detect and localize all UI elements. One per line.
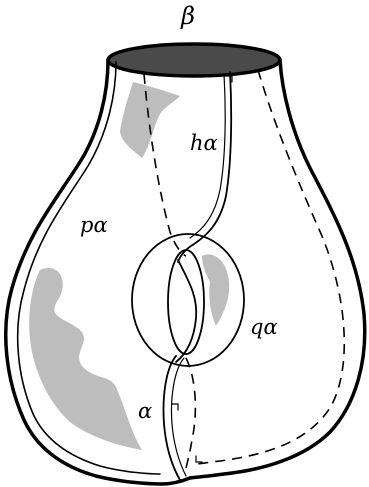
corner-marker-alpha [171,403,179,411]
h-alpha-curve [177,71,233,263]
label-p-alpha: pα [80,213,108,237]
label-beta: β [180,2,195,30]
dashed-curve-back-left [143,73,187,257]
corner-marker-rim [225,75,233,83]
alpha-curve-front-inner [170,357,187,477]
alpha-curve-front [162,355,181,481]
label-alpha: α [138,399,152,423]
body-outline-right [188,58,367,480]
shaded-patch-torus [202,254,230,326]
handle-crossing [175,259,198,363]
handle-outer [131,233,245,367]
body-outline-left-inner [16,61,161,475]
body-outline-left [4,58,164,486]
dashed-curve-back-right [193,69,346,465]
top-opening [106,42,282,78]
handle-inner [167,249,205,355]
dashed-curve-alpha-back [185,357,197,469]
label-h-alpha: hα [190,131,218,155]
h-alpha-curve-inner [189,73,226,239]
label-q-alpha: qα [250,315,278,339]
shaded-patch-top-left [120,82,180,158]
corner-marker-bottom [195,455,203,463]
body-outline-bottom [160,476,192,486]
shaded-patch-lower-left [29,268,142,450]
